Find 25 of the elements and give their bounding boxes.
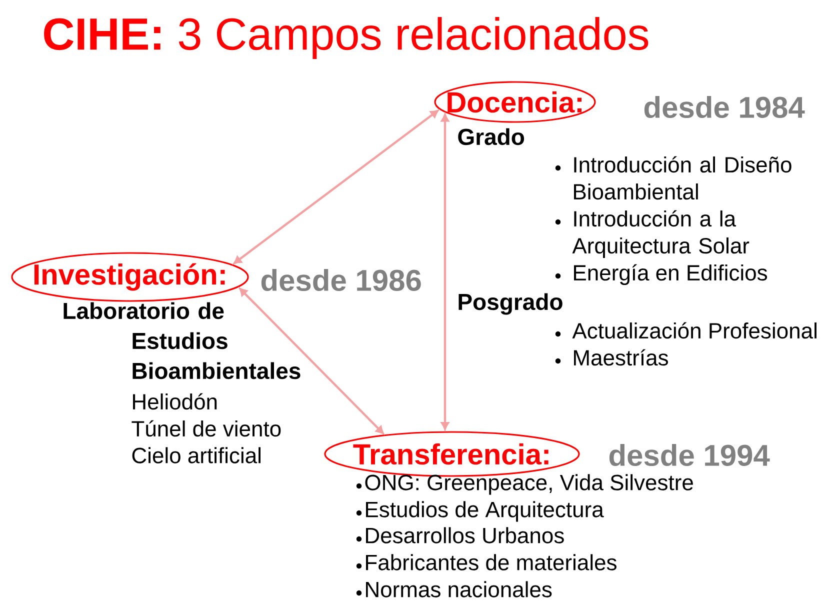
- text-label: Introducción a la Arquitectura Solar: [572, 210, 750, 258]
- text-label: Heliodón: [133, 393, 217, 410]
- text-label: Introducción al Diseño Bioambiental: [574, 156, 792, 200]
- date-label: desde 1984: [644, 96, 805, 118]
- text-label: Maestrías: [574, 349, 668, 366]
- arrow: [234, 110, 438, 264]
- text-label: Actualización Profesional: [572, 322, 816, 339]
- ellipse-node: Docencia:: [434, 81, 596, 123]
- title: CIHE: 3 Campos relacionados: [44, 17, 648, 59]
- arrow: [239, 288, 384, 434]
- text-label: Estudios de Arquitectura: [366, 501, 604, 522]
- text-label: Fabricantes de materiales: [366, 554, 616, 570]
- date-label: desde 1994: [609, 444, 770, 466]
- text-label: Cielo artificial: [132, 447, 260, 464]
- text-label: ONG: Greenpeace, Vida Silvestre: [365, 474, 693, 495]
- arrow: [441, 114, 449, 430]
- text-label: Posgrado: [458, 293, 562, 315]
- text-label: Energía en Edificios: [574, 264, 768, 285]
- text-label: Normas nacionales: [366, 581, 552, 598]
- text-label: Grado: [458, 128, 524, 146]
- text-label: Desarrollos Urbanos: [366, 527, 564, 544]
- text-label: Laboratorio de Estudios Bioambientales: [64, 302, 300, 380]
- text-label: Túnel de viento: [132, 420, 281, 437]
- ellipse-node: Investigación:: [11, 252, 249, 302]
- date-label: desde 1986: [261, 268, 421, 292]
